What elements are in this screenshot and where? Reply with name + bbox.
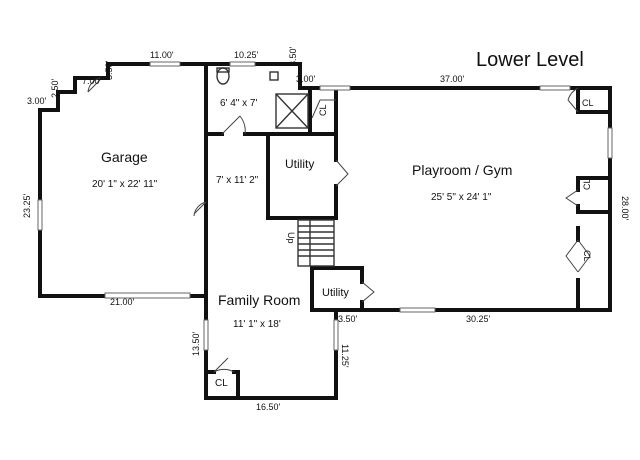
shower-drain-lines [275,93,309,129]
door-utility-upper [335,159,349,187]
shower [275,93,309,129]
utility-upper-right-b [316,184,338,220]
bath-size: 6' 4" x 7' [220,98,257,109]
playroom-name: Playroom / Gym [412,162,512,178]
garage-size: 20' 1" x 22' 11" [92,179,158,190]
toilet-tank [216,67,230,73]
family-room-name: Family Room [218,292,300,308]
utility-upper-wall [266,132,320,220]
door-bath [221,115,246,135]
windows [37,61,613,351]
window-garage-left [37,199,43,231]
window-garage-top [149,61,181,67]
dim-garage-step-v: 3.50' [104,60,114,80]
stair-box [297,219,335,267]
dim-garage-corner: 3.00' [27,96,47,106]
dim-family-left: 13.50' [191,331,201,356]
dim-garage-bottom: 21.00' [110,297,135,307]
dim-bath-step: 3.50' [288,46,298,66]
family-room-wall [204,62,338,400]
bath-fixtures [216,67,309,129]
plan-title: Lower Level [476,49,584,71]
door-cl4 [565,239,591,273]
window-playroom-bottom [399,307,436,313]
closet-cl3-wall [576,176,612,214]
dim-garage-top: 11.00' [150,50,174,60]
interior-walls [204,86,612,400]
garage-wall-left-bottom [38,108,207,298]
dim-bath-right: 3.00' [296,74,316,84]
door-garage-top [87,77,101,93]
utility-upper-name: Utility [285,157,314,171]
dim-garage-step-small: 2.50' [50,78,60,98]
dim-playroom-top: 37.00' [440,74,465,84]
door-cl1 [311,99,336,119]
utility-lower-name: Utility [322,287,349,299]
toilet [216,67,230,85]
utility-lower-top [310,266,364,284]
door-cl5 [213,357,235,373]
window-playroom-right [607,127,613,159]
stairs: Up [286,219,335,267]
closet-cl4-label: CL [582,250,592,262]
dim-family-bottom: 16.50' [256,402,281,412]
main-wall-right [203,62,612,312]
closet-cl5-label: CL [215,378,228,389]
dim-family-right: 11.25' [340,344,350,368]
sink [269,71,279,81]
dim-garage-left: 23.25' [22,193,32,218]
family-room-size: 11' 1" x 18' [233,319,281,330]
closet-cl1-label: CL [318,104,328,116]
garage-door-opening [104,292,191,299]
window-bath-top [229,61,256,67]
door-cl3 [565,189,579,207]
window-family-right [333,319,339,351]
closet-cl3-label: CL [582,178,592,190]
room-labels: Garage 20' 1" x 22' 11" 6' 4" x 7' 7' x … [92,98,594,389]
garage-wall-top [38,62,212,112]
dim-utility-bottom: 3.50' [338,314,358,324]
hall-size: 7' x 11' 2" [216,175,259,186]
garage-name: Garage [101,149,148,165]
dim-playroom-right: 28.00' [620,196,630,221]
window-family-left [203,319,209,351]
playroom-size: 25' 5" x 24' 1" [431,192,492,203]
dim-playroom-bottom: 30.25' [466,314,491,324]
door-utility-lower [361,281,375,303]
stairs-up-label: Up [286,232,296,244]
stair-treads [298,220,334,266]
dim-bath-top: 10.25' [234,50,259,60]
doors [87,77,591,373]
door-cl2 [567,87,579,113]
closet-cl5-wall [204,370,240,400]
window-playroom-top-b [539,85,571,91]
door-garage-hall [193,201,207,217]
closet-cl2-label: CL [582,98,594,108]
dimension-labels: 11.00' 10.25' 3.50' 7.00' 3.50' 2.50' 3.… [22,46,630,412]
dim-garage-step-h: 7.00' [82,76,102,86]
window-playroom-top-a [319,85,351,91]
